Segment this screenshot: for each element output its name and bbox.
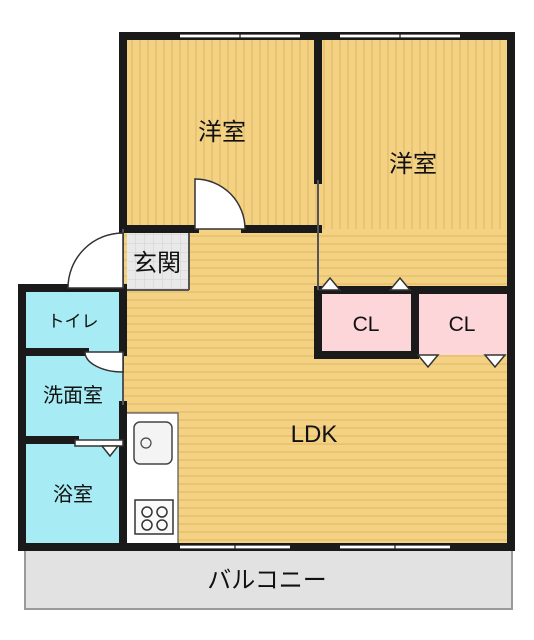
kitchen-sink-icon [133, 421, 173, 465]
sink-drain-icon [140, 437, 152, 449]
label-western-room-1: 洋室 [198, 118, 246, 146]
closet-1-floor [318, 290, 415, 355]
western-room-1-door-icon [194, 178, 246, 230]
bathroom-door-icon [74, 439, 124, 447]
closet-1-door-left-icon [318, 276, 342, 291]
toilet-door-icon [84, 351, 124, 373]
toilet-floor [22, 288, 123, 352]
window-frames [180, 32, 460, 551]
balcony [24, 548, 513, 610]
stove-icon [134, 499, 174, 535]
label-closet-1: CL [353, 313, 380, 336]
label-entrance: 玄関 [133, 249, 181, 277]
closet-2-floor [415, 290, 511, 355]
label-bathroom: 浴室 [53, 482, 93, 506]
bathroom-floor [22, 440, 123, 547]
label-closet-2: CL [449, 313, 476, 336]
doors [67, 178, 507, 458]
label-toilet: トイレ [48, 312, 99, 332]
bathroom-door-hinge-icon [100, 445, 120, 458]
closet-2-door-left-icon [416, 354, 440, 369]
entrance-floor [127, 233, 190, 290]
entrance-door-icon [67, 232, 124, 289]
label-western-room-2: 洋室 [389, 150, 437, 178]
label-ldk: LDK [291, 421, 338, 448]
closet-1-door-right-icon [388, 276, 412, 291]
walls [18, 32, 515, 551]
closet-2-door-right-icon [483, 354, 507, 369]
label-balcony: バルコニー [207, 566, 327, 594]
label-washroom: 洗面室 [43, 383, 103, 407]
